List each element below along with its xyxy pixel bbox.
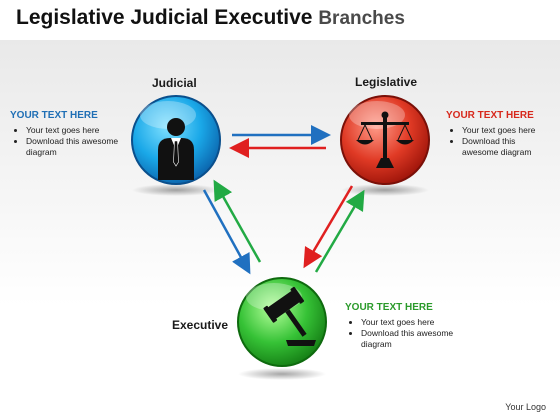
- executive-shadow: [238, 368, 326, 380]
- text-block-right-heading: YOUR TEXT HERE: [446, 110, 534, 121]
- page-title: Legislative Judicial Executive Branches: [16, 6, 405, 30]
- judicial-label: Judicial: [152, 76, 197, 90]
- arrow-legislative-to-executive: [303, 185, 354, 269]
- arrow-executive-to-judicial: [213, 179, 262, 263]
- text-block-left: YOUR TEXT HERE Your text goes here Downl…: [10, 110, 128, 158]
- list-item: Download this awesome diagram: [462, 136, 554, 158]
- list-item: Your text goes here: [26, 125, 128, 136]
- header-band: [0, 0, 560, 40]
- title-main: Legislative Judicial Executive: [16, 6, 313, 29]
- judicial-shadow: [132, 184, 220, 196]
- text-block-right: YOUR TEXT HERE Your text goes here Downl…: [446, 110, 554, 158]
- text-block-bottom: YOUR TEXT HERE Your text goes here Downl…: [345, 302, 455, 350]
- gavel-icon: [263, 286, 316, 346]
- businessman-icon: [158, 118, 194, 180]
- text-block-bottom-list: Your text goes here Download this awesom…: [345, 317, 455, 350]
- legislative-shadow: [341, 184, 429, 196]
- text-block-left-list: Your text goes here Download this awesom…: [10, 125, 128, 158]
- list-item: Download this awesome diagram: [361, 328, 455, 350]
- text-block-bottom-heading: YOUR TEXT HERE: [345, 302, 433, 313]
- legislative-node: [340, 95, 430, 185]
- text-block-right-list: Your text goes here Download this awesom…: [446, 125, 554, 158]
- executive-node: [237, 277, 327, 367]
- list-item: Your text goes here: [462, 125, 554, 136]
- logo-text: Your Logo: [505, 402, 546, 412]
- list-item: Download this awesome diagram: [26, 136, 128, 158]
- title-accent: Branches: [318, 8, 405, 29]
- scales-icon: [356, 111, 414, 168]
- executive-label: Executive: [172, 318, 229, 332]
- list-item: Your text goes here: [361, 317, 455, 328]
- arrow-judicial-to-executive: [202, 189, 251, 275]
- legislative-label: Legislative: [355, 75, 418, 89]
- text-block-left-heading: YOUR TEXT HERE: [10, 110, 98, 121]
- arrow-executive-to-legislative: [314, 189, 365, 273]
- judicial-node: [131, 95, 221, 185]
